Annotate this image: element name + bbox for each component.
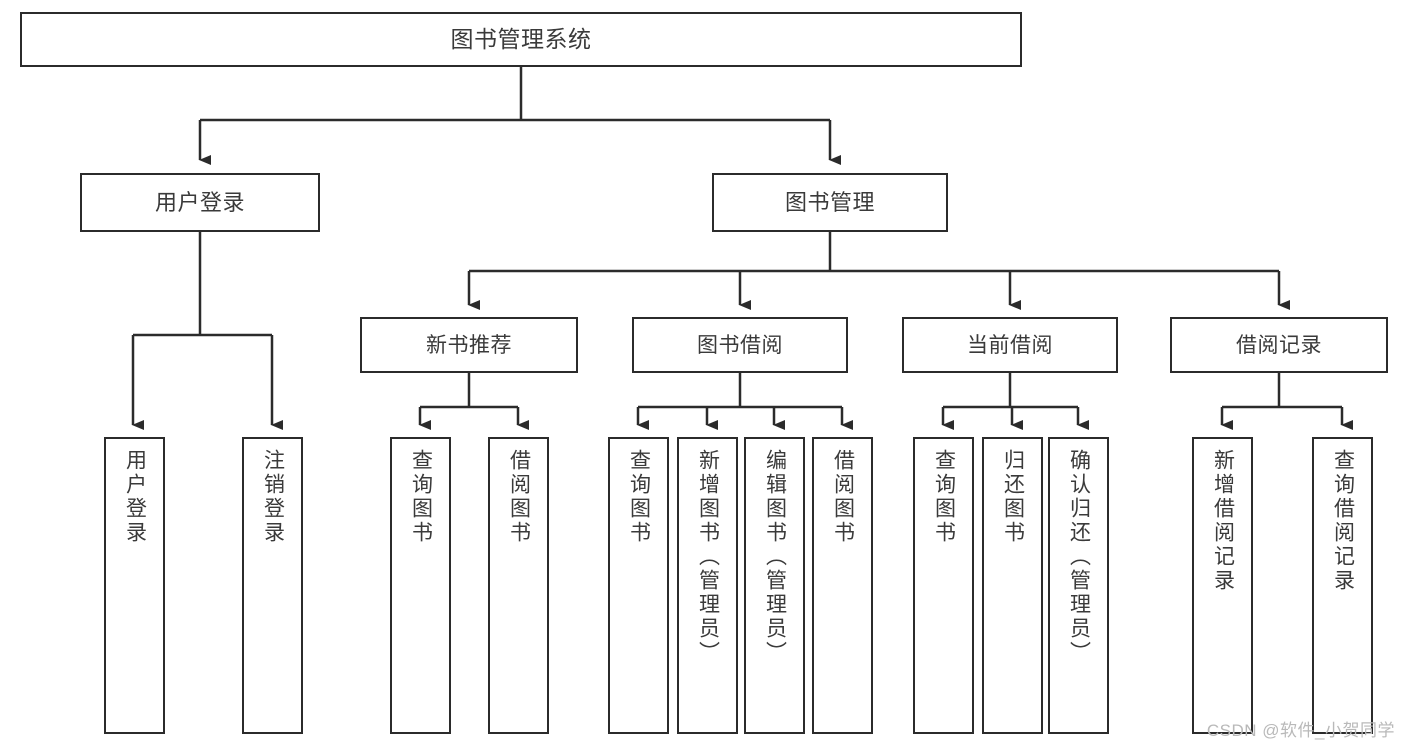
node-leaf-query-book-borrow[interactable]: 查询图书 [608, 437, 669, 734]
node-root-label: 图书管理系统 [450, 26, 592, 52]
node-new-book-recommend-label: 新书推荐 [426, 333, 512, 357]
watermark-text: CSDN @软件_小贺同学 [1206, 721, 1395, 740]
node-leaf-return-book[interactable]: 归还图书 [982, 437, 1043, 734]
node-book-management[interactable]: 图书管理 [712, 173, 948, 232]
node-borrow-record-label: 借阅记录 [1236, 333, 1322, 357]
node-user-login-label: 用户登录 [154, 189, 245, 215]
node-leaf-add-book-admin-label: 新增图书（管理员） [696, 449, 720, 665]
node-leaf-edit-book-admin[interactable]: 编辑图书（管理员） [744, 437, 805, 734]
node-leaf-query-book-cur-label: 查询图书 [932, 449, 956, 545]
node-leaf-logout[interactable]: 注销登录 [242, 437, 303, 734]
node-borrow-record[interactable]: 借阅记录 [1170, 317, 1388, 373]
node-user-login[interactable]: 用户登录 [80, 173, 320, 232]
node-leaf-query-book-borrow-label: 查询图书 [627, 449, 651, 545]
node-leaf-return-book-label: 归还图书 [1001, 449, 1025, 545]
node-root[interactable]: 图书管理系统 [20, 12, 1022, 67]
node-leaf-add-record[interactable]: 新增借阅记录 [1192, 437, 1253, 734]
node-current-borrow[interactable]: 当前借阅 [902, 317, 1118, 373]
node-new-book-recommend[interactable]: 新书推荐 [360, 317, 578, 373]
node-current-borrow-label: 当前借阅 [967, 333, 1053, 357]
node-book-management-label: 图书管理 [784, 189, 875, 215]
node-leaf-logout-label: 注销登录 [261, 449, 285, 545]
node-leaf-query-book-cur[interactable]: 查询图书 [913, 437, 974, 734]
node-leaf-user-login-label: 用户登录 [123, 449, 147, 545]
node-leaf-borrow-book-rec-label: 借阅图书 [507, 449, 531, 545]
node-book-borrow[interactable]: 图书借阅 [632, 317, 848, 373]
node-leaf-user-login[interactable]: 用户登录 [104, 437, 165, 734]
node-leaf-query-record[interactable]: 查询借阅记录 [1312, 437, 1373, 734]
node-leaf-confirm-return-admin[interactable]: 确认归还（管理员） [1048, 437, 1109, 734]
node-leaf-borrow-book-label: 借阅图书 [831, 449, 855, 545]
node-leaf-borrow-book-rec[interactable]: 借阅图书 [488, 437, 549, 734]
node-leaf-edit-book-admin-label: 编辑图书（管理员） [763, 449, 787, 665]
node-book-borrow-label: 图书借阅 [697, 333, 783, 357]
node-leaf-query-book-rec-label: 查询图书 [409, 449, 433, 545]
node-leaf-confirm-return-admin-label: 确认归还（管理员） [1067, 449, 1091, 665]
node-leaf-borrow-book[interactable]: 借阅图书 [812, 437, 873, 734]
node-leaf-query-record-label: 查询借阅记录 [1331, 449, 1355, 593]
node-leaf-add-record-label: 新增借阅记录 [1211, 449, 1235, 593]
node-leaf-add-book-admin[interactable]: 新增图书（管理员） [677, 437, 738, 734]
node-leaf-query-book-rec[interactable]: 查询图书 [390, 437, 451, 734]
